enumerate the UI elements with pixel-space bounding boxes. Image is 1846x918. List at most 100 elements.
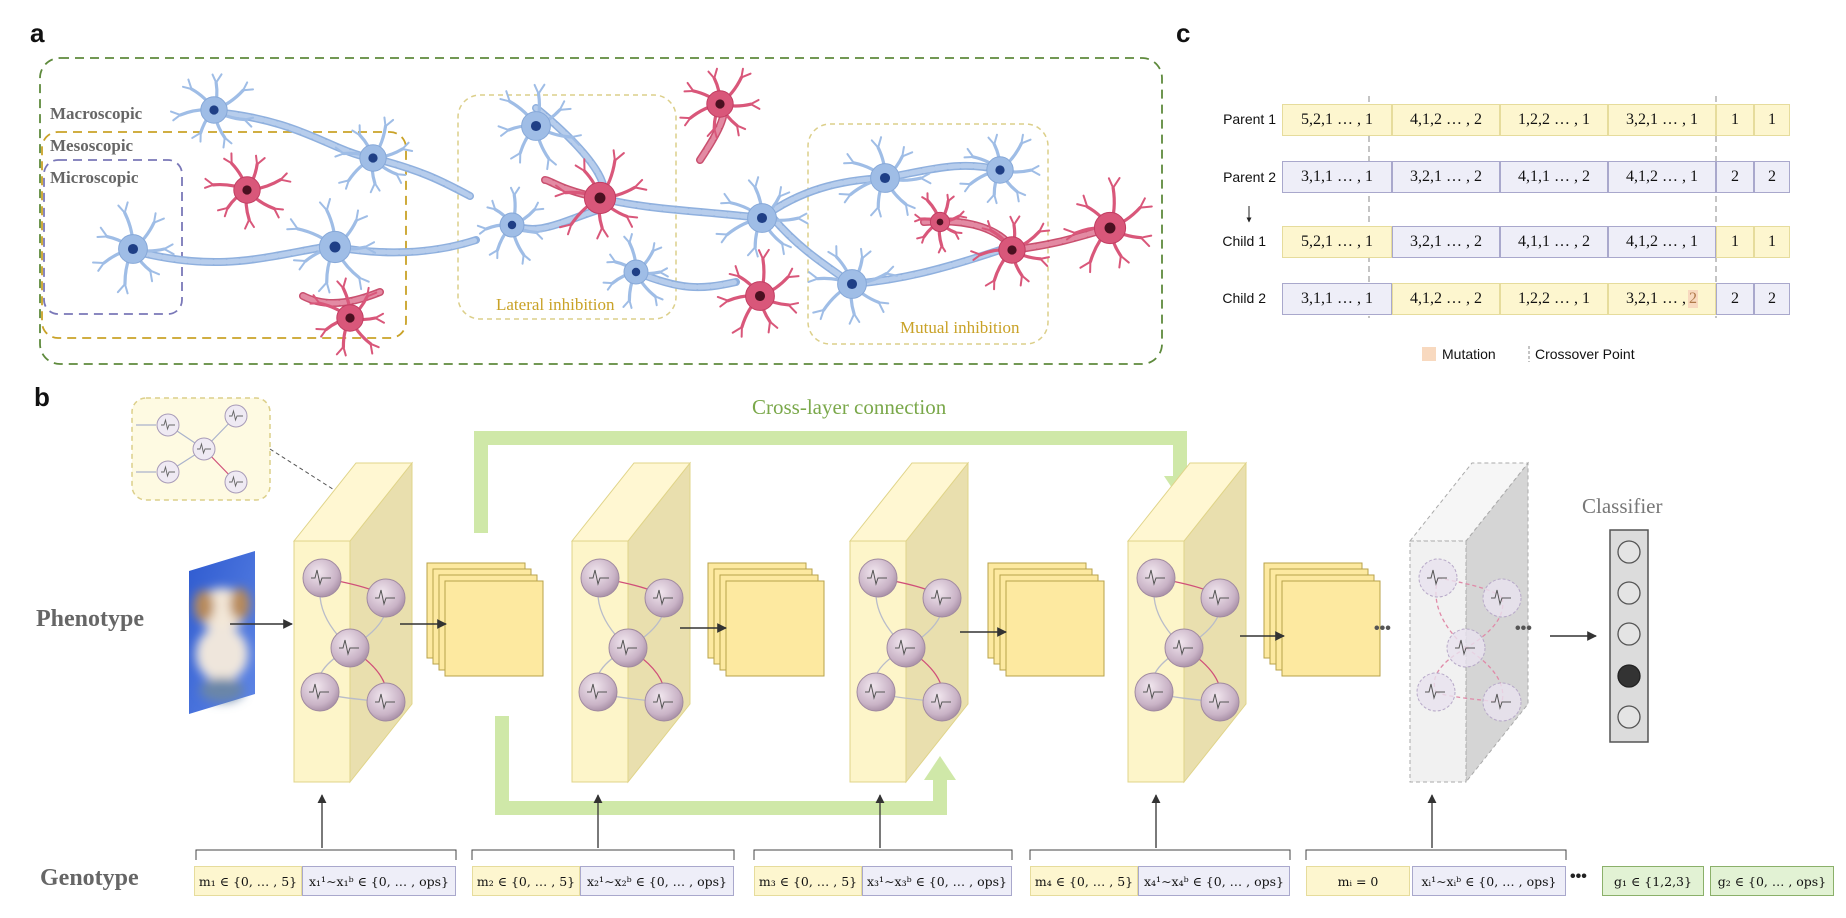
genome-cell: 1 xyxy=(1754,104,1790,136)
genotype-bracket xyxy=(753,849,1013,860)
panel-a-letter: a xyxy=(30,18,45,48)
microscopic-label: Microscopic xyxy=(50,168,139,187)
genome-cell: 2 xyxy=(1716,161,1754,193)
gene-xi: xᵢ¹∼xᵢᵇ ∈ {0, … , ops} xyxy=(1412,866,1566,896)
feature-map-stack xyxy=(1263,562,1381,677)
cross-layer-bottom-arrowhead xyxy=(924,756,956,780)
inhibitory-neuron xyxy=(1063,177,1153,274)
genome-cell: 4,1,2 … , 1 xyxy=(1608,161,1716,193)
excitatory-neuron xyxy=(92,201,175,295)
genome-cell: 2 xyxy=(1754,161,1790,193)
genome-cell: 3,1,1 … , 1 xyxy=(1282,283,1392,315)
inhibitory-neuron xyxy=(204,152,292,230)
excitatory-neuron xyxy=(807,245,899,325)
feature-map-stack xyxy=(426,562,544,677)
panel-a-graphics xyxy=(39,57,1163,365)
axon-myelin xyxy=(135,243,333,265)
mutation-marker: 2 xyxy=(1688,290,1698,308)
genotype-ellipsis: ••• xyxy=(1570,868,1587,885)
excitatory-neuron xyxy=(602,233,669,309)
excitatory-neuron xyxy=(334,116,414,194)
classifier-node xyxy=(1617,622,1641,646)
mesoscopic-label: Mesoscopic xyxy=(50,136,134,155)
genome-cell: 1 xyxy=(1754,226,1790,258)
feature-map-stack xyxy=(987,562,1105,677)
inset-neuron xyxy=(192,437,216,461)
input-image xyxy=(189,551,255,714)
macroscopic-label: Macroscopic xyxy=(50,104,143,123)
lateral-inhibition-label: Lateral inhibition xyxy=(496,295,615,314)
mutual-inhibition-label: Mutual inhibition xyxy=(900,318,1020,337)
genotype-bracket xyxy=(471,849,735,860)
macroscopic-region xyxy=(39,57,1163,365)
inset-neuron xyxy=(224,470,248,494)
excitatory-neuron xyxy=(169,73,255,149)
phenotype-ellipsis-2: ••• xyxy=(1515,620,1532,637)
layer-synapse xyxy=(1433,647,1467,693)
excitatory-neuron xyxy=(959,133,1041,205)
gene-x1: x₁¹∼x₁ᵇ ∈ {0, … , ops} xyxy=(302,866,456,896)
row-label-child-1: Child 1 xyxy=(1222,233,1266,249)
genotype-label: Genotype xyxy=(40,865,139,891)
panel-c-letter: c xyxy=(1176,18,1191,48)
phenotype-ellipsis-1: ••• xyxy=(1374,620,1391,637)
gene-g1: g₁ ∈ {1,2,3} xyxy=(1602,866,1704,896)
classifier-node xyxy=(1617,540,1641,564)
classifier-node xyxy=(1617,581,1641,605)
layer-slab xyxy=(570,461,692,784)
classifier xyxy=(1609,529,1649,743)
genome-cell: 1 xyxy=(1716,226,1754,258)
genome-cell: 4,1,2 … , 2 xyxy=(1392,104,1500,136)
genome-cell: 5,2,1 … , 1 xyxy=(1282,226,1392,258)
excitatory-neuron xyxy=(838,136,932,218)
genome-cell: 4,1,2 … , 2 xyxy=(1392,283,1500,315)
gene-g2: g₂ ∈ {0, … , ops} xyxy=(1710,866,1834,896)
inhibitory-neuron xyxy=(970,215,1051,291)
gene-m2: m₂ ∈ {0, … , 5} xyxy=(472,866,580,896)
axon-myelin xyxy=(370,155,473,199)
layer-slab xyxy=(292,461,414,784)
axon-myelin xyxy=(597,195,765,221)
gene-x3: x₃¹∼x₃ᵇ ∈ {0, … , ops} xyxy=(862,866,1012,896)
genome-cell: 1 xyxy=(1716,104,1754,136)
microscopic-region xyxy=(43,159,183,315)
classifier-node xyxy=(1617,705,1641,729)
excitatory-neuron xyxy=(497,83,582,171)
row-label-parent-1: Parent 1 xyxy=(1223,111,1276,127)
panel-b-letter: b xyxy=(34,382,50,412)
axon-myelin xyxy=(633,269,739,290)
genome-cell: 5,2,1 … , 1 xyxy=(1282,104,1392,136)
cross-layer-top-connection xyxy=(474,431,1187,533)
classifier-label: Classifier xyxy=(1582,494,1663,518)
genome-cell: 3,2,1 … , 1 xyxy=(1608,104,1716,136)
gene-m1: m₁ ∈ {0, … , 5} xyxy=(194,866,302,896)
mutual-inhibition-region xyxy=(807,123,1049,345)
layer-slab xyxy=(1126,461,1248,784)
inhibitory-neuron xyxy=(716,248,800,338)
classifier-node-active xyxy=(1617,664,1641,688)
legend-crossover-point: Crossover Point xyxy=(1535,346,1635,362)
genotype-bracket xyxy=(1305,849,1567,860)
phenotype-label: Phenotype xyxy=(36,606,144,632)
excitatory-neuron xyxy=(715,176,809,258)
layer-slab-ghost xyxy=(1408,461,1530,784)
panel-b-graphics xyxy=(131,397,1649,860)
genome-cell: 3,2,1 … , 2 xyxy=(1392,161,1500,193)
genome-cell: 2 xyxy=(1754,283,1790,315)
layer-slab xyxy=(848,461,970,784)
genome-cell: 4,1,1 … , 2 xyxy=(1500,226,1608,258)
genome-cell: 1,2,2 … , 1 xyxy=(1500,104,1608,136)
genome-cell: 3,2,1 … ,2 xyxy=(1608,283,1716,315)
genome-cell: 4,1,1 … , 2 xyxy=(1500,161,1608,193)
panel-c-graphics xyxy=(1246,96,1717,362)
cross-layer-bottom-connection xyxy=(495,716,947,815)
genome-cell: 1,2,2 … , 1 xyxy=(1500,283,1608,315)
genome-cell: 3,2,1 … , 2 xyxy=(1392,226,1500,258)
inset-neuron xyxy=(156,460,180,484)
gene-x4: x₄¹∼x₄ᵇ ∈ {0, … , ops} xyxy=(1138,866,1290,896)
inhibitory-neuron xyxy=(309,277,385,357)
inhibitory-neuron xyxy=(679,67,761,139)
row-label-parent-2: Parent 2 xyxy=(1223,169,1276,185)
genome-cell: 4,1,2 … , 1 xyxy=(1608,226,1716,258)
